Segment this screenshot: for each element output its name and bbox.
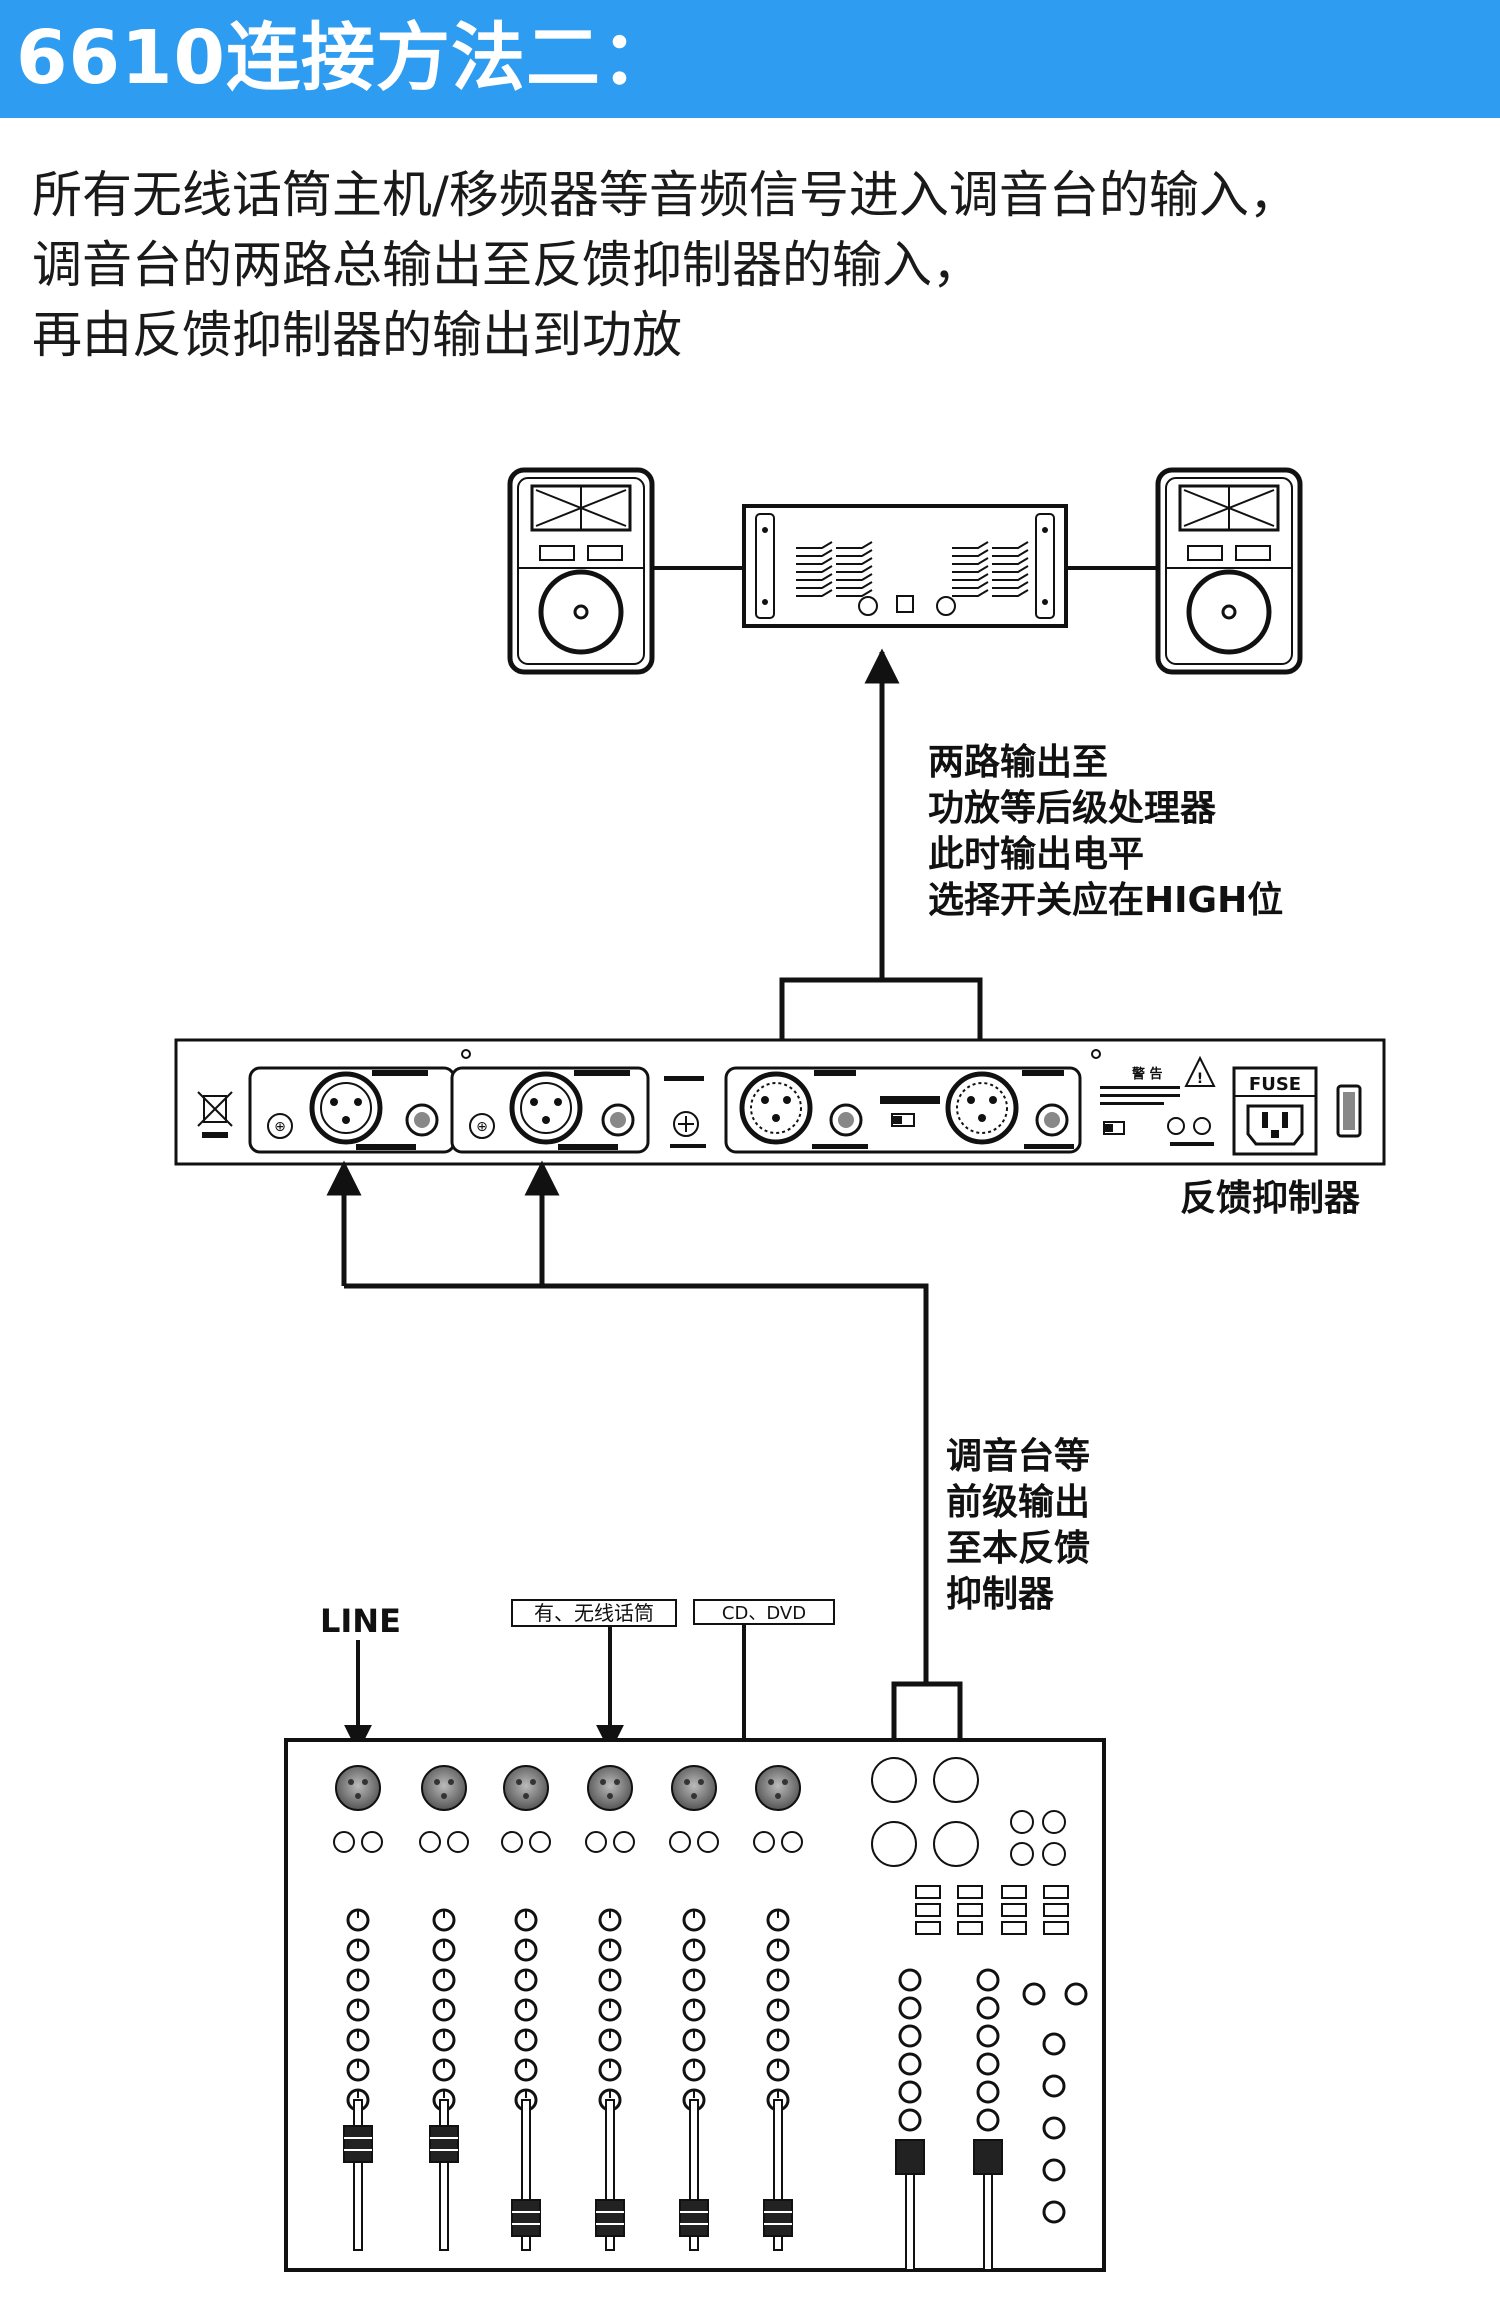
speaker-right <box>1155 467 1303 675</box>
amp-note-line-3: 此时输出电平 <box>928 834 1144 875</box>
mixer-note-line-4: 抑制器 <box>946 1574 1055 1615</box>
feedback-suppressor: ⊕ ⊕ <box>174 1038 1386 1166</box>
output-bracket <box>779 977 983 1052</box>
weee-bin-icon <box>197 1091 233 1138</box>
power-amplifier <box>742 504 1068 628</box>
description-line-3: 再由反馈抑制器的输出到功放 <box>32 306 682 364</box>
mixer-output-bracket <box>891 1681 963 1740</box>
page-title: 6610连接方法二： <box>16 15 676 101</box>
svg-text:!: ! <box>1197 1071 1203 1087</box>
mixer-channel-strip <box>333 1765 383 2251</box>
mixer-to-suppressor-line <box>344 1283 929 1684</box>
fuse-inlet: FUSE <box>1232 1066 1362 1156</box>
mic-input-1-module: ⊕ <box>248 1066 456 1154</box>
description-line-1: 所有无线话筒主机/移频器等音频信号进入调音台的输入， <box>32 166 1299 224</box>
amp-note-line-1: 两路输出至 <box>928 742 1108 783</box>
fuse-label: FUSE <box>1249 1074 1301 1095</box>
warning-label: 警 告 <box>1132 1066 1163 1082</box>
speaker-left <box>507 467 655 675</box>
mixer-master-section <box>871 1757 1088 2271</box>
mixer-note-line-3: 至本反馈 <box>946 1528 1090 1569</box>
description-line-2: 调音台的两路总输出至反馈抑制器的输入， <box>32 236 982 294</box>
line-input-label: LINE <box>320 1602 401 1640</box>
suppressor-label: 反馈抑制器 <box>1180 1178 1361 1219</box>
mixer-channel-strip <box>585 1765 635 2251</box>
cd-input-label-box <box>693 1599 835 1625</box>
adjust-knob <box>664 1076 706 1148</box>
mixer-channels <box>333 1765 803 2251</box>
mixer-channel-strip <box>753 1765 803 2251</box>
mic-input-label: 有、无线话筒 <box>534 1601 654 1625</box>
warning-triangle-icon <box>1184 1055 1216 1087</box>
mixer-channel-strip <box>669 1765 719 2251</box>
connection-diagram: 两路输出至 功放等后级处理器 此时输出电平 选择开关应在HIGH位 ⊕ <box>174 467 1386 2272</box>
description: 所有无线话筒主机/移频器等音频信号进入调音台的输入， 调音台的两路总输出至反馈抑… <box>32 160 1472 370</box>
amp-note-line-2: 功放等后级处理器 <box>928 788 1217 829</box>
mixer-note-line-1: 调音台等 <box>946 1436 1090 1477</box>
mixer-channel-strip <box>419 1765 469 2251</box>
svg-text:⊕: ⊕ <box>476 1119 488 1135</box>
amp-note-line-4: 选择开关应在HIGH位 <box>928 880 1283 921</box>
mic-input-2-module: ⊕ <box>450 1066 650 1154</box>
svg-text:⊕: ⊕ <box>274 1119 286 1135</box>
warning-area: 警 告 ! <box>1100 1055 1216 1146</box>
mixer-channel-strip <box>501 1765 551 2251</box>
mixer-note-line-2: 前级输出 <box>946 1482 1090 1523</box>
header-bar: 6610连接方法二： <box>0 0 1500 118</box>
output-module <box>724 1066 1082 1154</box>
mic-input-label-box <box>511 1599 677 1627</box>
cd-input-label: CD、DVD <box>722 1603 806 1624</box>
